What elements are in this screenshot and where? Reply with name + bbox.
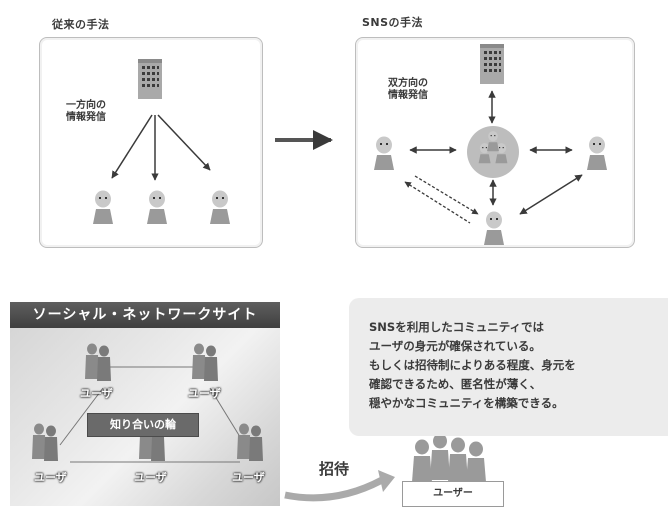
acquaintance-circle-label: 知り合いの輪 xyxy=(87,413,199,437)
sns-method-title: SNSの手法 xyxy=(362,16,424,29)
one-way-arrow-left xyxy=(111,114,153,179)
sns-hub-circle xyxy=(467,126,519,178)
user-group-icon xyxy=(32,423,58,461)
user-group-icon xyxy=(192,343,218,381)
dashed-arrow-upper xyxy=(404,181,471,224)
invite-arrow-icon xyxy=(284,476,384,502)
description-line: SNSを利用したコミュニティでは xyxy=(369,320,544,334)
invite-label: 招待 xyxy=(319,460,350,478)
one-way-label-line-1: 一方向の xyxy=(66,100,106,111)
sns-banner-title: ソーシャル・ネットワークサイト xyxy=(10,302,280,328)
dashed-arrow-lower xyxy=(414,175,479,215)
user-label: ユーザ xyxy=(80,387,113,400)
two-way-label-line-1: 双方向の xyxy=(388,78,428,89)
new-user-label: ユーザー xyxy=(402,481,504,507)
description-panel: SNSを利用したコミュニティでは ユーザの身元が確保されている。 もしくは招待制… xyxy=(349,298,668,436)
traditional-method-title: 従来の手法 xyxy=(52,18,110,31)
user-group-icon xyxy=(237,423,263,461)
user-label: ユーザ xyxy=(188,387,221,400)
one-way-arrow-right xyxy=(157,114,211,171)
user-group-icon xyxy=(85,343,111,381)
description-line: 穏やかなコミュニティを構築できる。 xyxy=(369,396,564,410)
user-label: ユーザ xyxy=(232,471,265,484)
description-line: ユーザの身元が確保されている。 xyxy=(369,339,541,353)
user-label: ユーザ xyxy=(34,471,67,484)
method-diagrams xyxy=(93,44,607,245)
description-line: 確認できるため、匿名性が薄く、 xyxy=(369,377,542,391)
two-way-arrow-bottom-right xyxy=(519,174,583,215)
one-way-label-line-2: 情報発信 xyxy=(66,112,106,123)
description-line: もしくは招待制によりある程度、身元を xyxy=(369,358,576,372)
two-way-label-line-2: 情報発信 xyxy=(388,90,428,101)
invited-users-icon xyxy=(412,433,486,482)
user-label: ユーザ xyxy=(134,471,167,484)
